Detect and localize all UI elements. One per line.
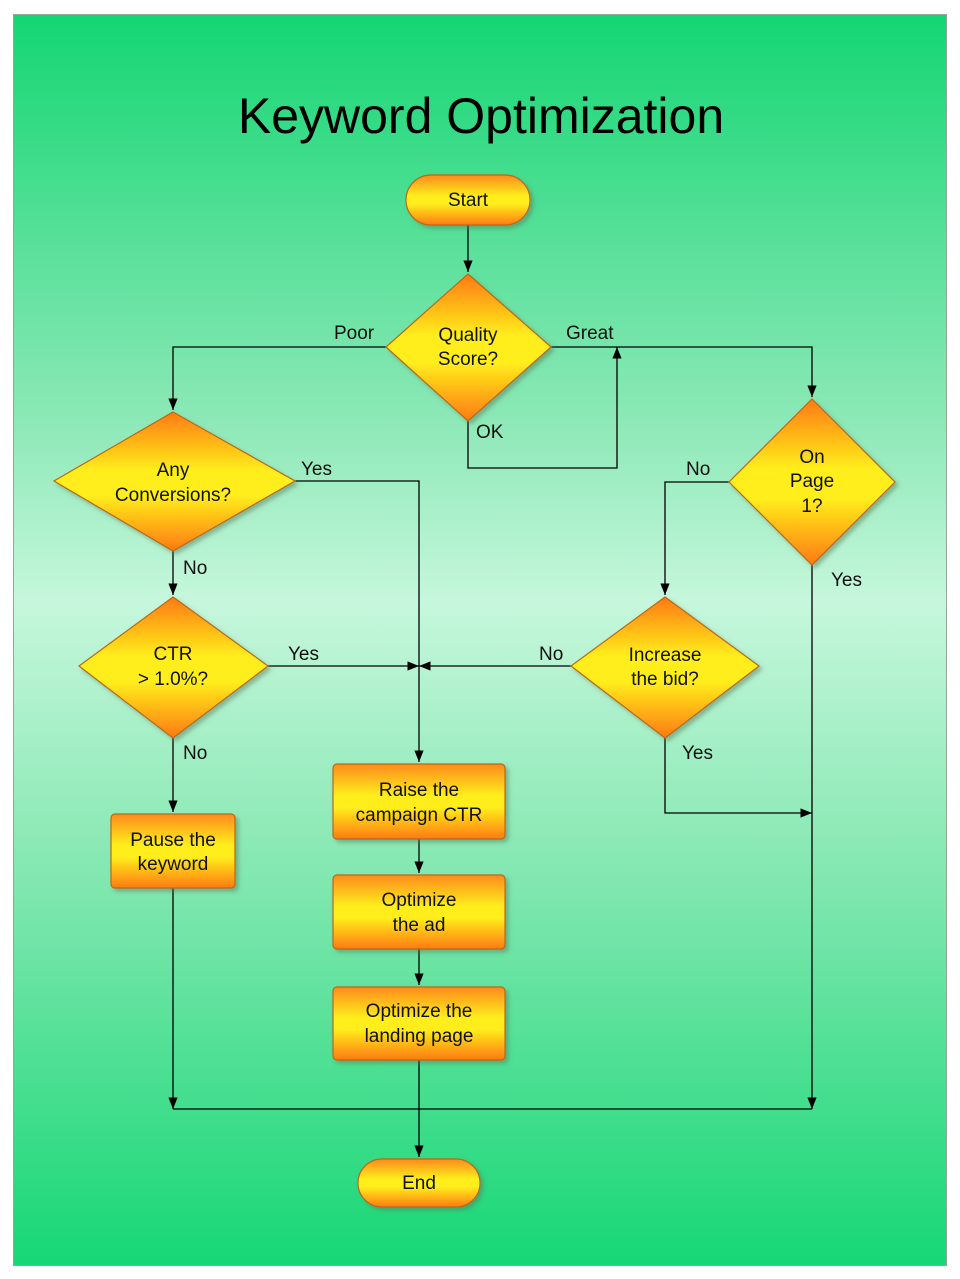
- label-ctr-no: No: [183, 743, 207, 764]
- label-ctr-yes: Yes: [288, 644, 319, 665]
- pause-label-2: keyword: [138, 854, 209, 875]
- increase-bid-diamond: [569, 596, 761, 739]
- label-ok: OK: [476, 422, 504, 443]
- label-onpage-no: No: [686, 459, 710, 480]
- edge-bid-yes: [664, 738, 812, 818]
- node-texts: Start Quality Score? Any Conversions? On…: [115, 190, 834, 1194]
- onpage-label-3: 1?: [801, 496, 822, 517]
- optad-label-1: Optimize: [382, 890, 457, 911]
- label-conv-no: No: [183, 558, 207, 579]
- end-label: End: [402, 1173, 436, 1194]
- optland-label-2: landing page: [365, 1026, 474, 1047]
- edge-labels: Poor Great OK Yes No No Yes Yes No No Ye…: [183, 323, 862, 764]
- shapes: [52, 174, 896, 1208]
- label-bid-yes: Yes: [682, 743, 713, 764]
- raise-label-2: campaign CTR: [356, 805, 483, 826]
- bid-label-2: the bid?: [631, 669, 699, 690]
- ctr-diamond: [77, 596, 270, 739]
- end-terminator: [357, 1158, 481, 1208]
- bid-label-1: Increase: [629, 645, 702, 666]
- conversions-label-2: Conversions?: [115, 485, 231, 506]
- optimize-landing-box: [332, 986, 506, 1061]
- label-great: Great: [566, 323, 614, 344]
- optimize-ad-box: [332, 874, 506, 950]
- start-label: Start: [448, 190, 489, 211]
- edge-onpage-no: [660, 481, 729, 595]
- diagram-canvas: Keyword Optimization: [13, 14, 947, 1266]
- label-conv-yes: Yes: [301, 459, 332, 480]
- conversions-label-1: Any: [157, 460, 190, 481]
- edge-quality-poor: [168, 346, 386, 410]
- ctr-label-2: > 1.0%?: [138, 669, 208, 690]
- raise-ctr-box: [332, 763, 506, 840]
- pause-label-1: Pause the: [130, 830, 216, 851]
- start-terminator: [405, 174, 531, 226]
- label-onpage-yes: Yes: [831, 570, 862, 591]
- quality-label-1: Quality: [438, 325, 498, 346]
- optad-label-2: the ad: [393, 915, 446, 936]
- ctr-label-1: CTR: [153, 644, 192, 665]
- any-conversions-diamond: [52, 411, 297, 552]
- edge-conversions-yes: [295, 480, 424, 762]
- label-poor: Poor: [334, 323, 375, 344]
- connectors: [168, 225, 817, 1157]
- edge-quality-great: [551, 346, 817, 397]
- pause-keyword-box: [110, 813, 236, 889]
- edge-quality-ok: [467, 347, 622, 469]
- optland-label-1: Optimize the: [366, 1001, 473, 1022]
- onpage-label-2: Page: [790, 471, 834, 492]
- raise-label-1: Raise the: [379, 780, 459, 801]
- quality-label-2: Score?: [438, 349, 498, 370]
- onpage-label-1: On: [799, 447, 824, 468]
- flowchart-svg: Start Quality Score? Any Conversions? On…: [52, 174, 896, 1208]
- label-bid-no: No: [539, 644, 563, 665]
- quality-score-diamond: [385, 273, 552, 422]
- on-page-diamond: [728, 398, 896, 566]
- diagram-title: Keyword Optimization: [237, 88, 725, 144]
